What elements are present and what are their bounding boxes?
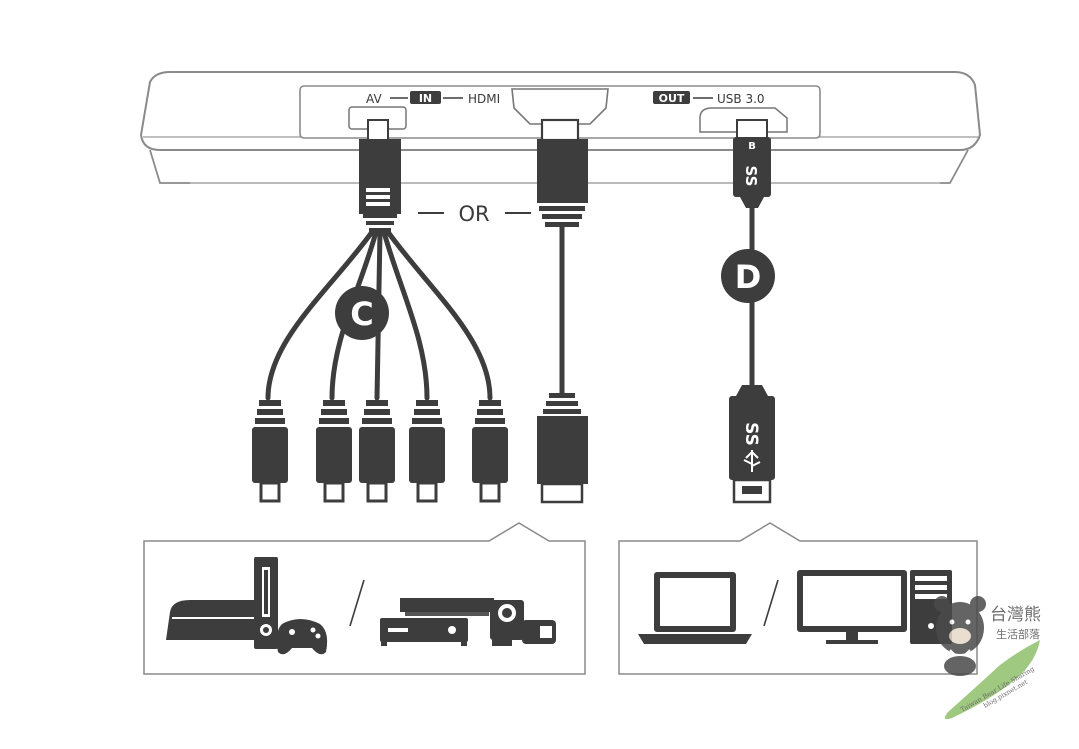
laptop-icon [638, 572, 752, 644]
hdmi-cable [537, 118, 588, 504]
in-badge-label: IN [419, 92, 432, 105]
media-player-icon [380, 598, 494, 646]
taiwan-map-shape [944, 640, 1040, 720]
marker-d-label: D [735, 258, 762, 296]
rca-plug [359, 400, 395, 503]
desktop-monitor-icon [797, 570, 907, 644]
game-console-icon [166, 557, 328, 655]
rca-plug [316, 400, 352, 503]
usb-cable: B SS D SS [721, 119, 775, 504]
rca-plugs [252, 400, 508, 503]
bear-mascot-icon [934, 596, 986, 676]
usb-label: USB 3.0 [717, 92, 765, 106]
usb-ss-logo-top: SS [742, 166, 760, 187]
watermark-subtitle: 生活部落 [996, 627, 1040, 641]
in-badge [410, 91, 441, 104]
rca-plug [252, 400, 288, 503]
marker-d [721, 249, 775, 303]
computer-box [618, 522, 978, 675]
rca-plug [409, 400, 445, 503]
watermark-title: 台灣熊 [990, 605, 1041, 625]
out-badge [653, 91, 690, 104]
out-badge-label: OUT [659, 92, 685, 105]
hdmi-port [511, 88, 609, 125]
usb-b-label: B [748, 141, 756, 152]
usb-ss-logo-bottom: SS [741, 422, 761, 446]
camcorder-icon [490, 600, 556, 646]
marker-c [335, 286, 389, 340]
marker-c-label: C [350, 295, 373, 333]
or-label: OR [458, 202, 489, 226]
divider-slash [763, 579, 779, 627]
rca-plug [472, 400, 508, 503]
av-label: AV [366, 92, 382, 106]
source-devices-box [143, 522, 586, 675]
hdmi-label: HDMI [468, 92, 500, 106]
av-cable: C [265, 119, 493, 401]
divider-slash [349, 579, 365, 627]
or-connector: OR [418, 202, 531, 226]
